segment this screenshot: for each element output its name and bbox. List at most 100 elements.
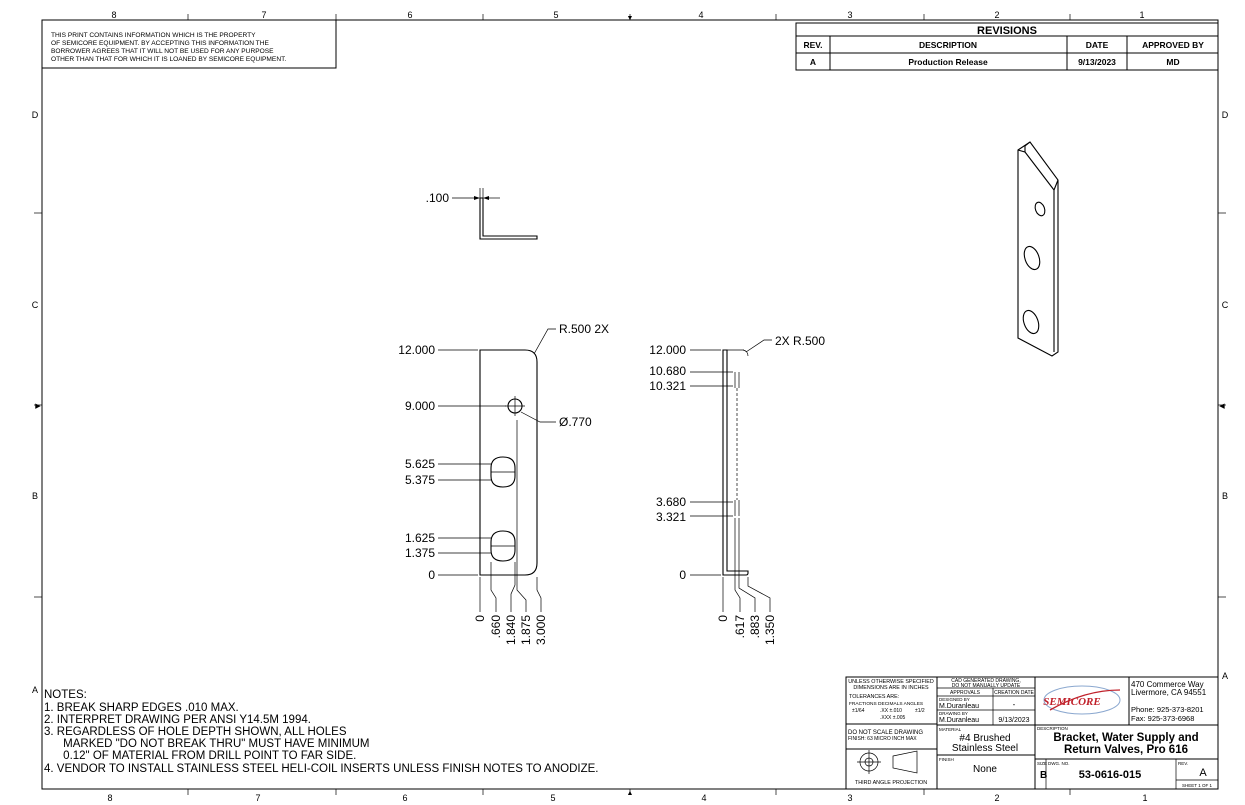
rev-row-description: Production Release [908, 57, 988, 67]
front-dim-9000: 9.000 [405, 399, 435, 413]
finish-spec: FINISH: 63 MICRO INCH MAX [848, 736, 917, 742]
note-line-3: 3. REGARDLESS OF HOLE DEPTH SHOWN, ALL H… [44, 726, 347, 738]
front-hdim-660: .660 [489, 615, 503, 639]
cad-note-2: DO NOT MANUALLY UPDATE [952, 683, 1021, 689]
sheet-number: SHEET 1 OF 1 [1182, 783, 1212, 788]
side-radius-callout: 2X R.500 [775, 334, 825, 348]
rev-row-approved: MD [1166, 57, 1179, 67]
proprietary-line-4: OTHER THAN THAT FOR WHICH IT IS LOANED B… [51, 56, 286, 63]
description-label: DESCRIPTION [1037, 726, 1068, 731]
hole-diameter-callout: Ø.770 [559, 415, 592, 429]
zone-top-4: 4 [698, 10, 703, 20]
side-dim-10321: 10.321 [649, 379, 686, 393]
side-dim-3680: 3.680 [656, 495, 686, 509]
description-line-1: Bracket, Water Supply and [1053, 732, 1198, 744]
note-line-2: 2. INTERPRET DRAWING PER ANSI Y14.5M 199… [44, 714, 311, 726]
rev-header-date: DATE [1086, 40, 1109, 50]
do-not-scale: DO NOT SCALE DRAWING [848, 730, 923, 736]
size-label: SIZE [1037, 761, 1047, 766]
zone-bottom-6: 6 [402, 793, 407, 803]
zone-left-d: D [32, 110, 39, 120]
proprietary-note-box [41, 19, 337, 69]
front-hdim-1840: 1.840 [504, 615, 518, 645]
drawn-by-name: M.Duranleau [939, 717, 979, 724]
title-block: UNLESS OTHERWISE SPECIFIED DIMENSIONS AR… [845, 676, 1219, 790]
proprietary-line-3: BORROWER AGREES THAT IT WILL NOT BE USED… [51, 48, 274, 55]
proprietary-line-2: OF SEMICORE EQUIPMENT. BY ACCEPTING THIS… [51, 40, 269, 47]
tolerances-label: TOLERANCES ARE: [849, 694, 899, 700]
zone-bottom-3: 3 [847, 793, 852, 803]
unless-line-1: UNLESS OTHERWISE SPECIFIED [848, 679, 934, 685]
svg-text:◀: ◀ [1219, 403, 1225, 410]
notes-block: NOTES: 1. BREAK SHARP EDGES .010 MAX. 2.… [44, 689, 599, 775]
zone-left-a: A [32, 685, 38, 695]
front-hdim-3000: 3.000 [534, 615, 548, 645]
side-hdim-1350: 1.350 [763, 615, 777, 645]
tol-xxx: .XXX ±.005 [880, 715, 905, 721]
side-hdim-617: .617 [733, 615, 747, 639]
side-hdim-0: 0 [716, 615, 730, 622]
svg-text:▼: ▼ [627, 15, 634, 22]
zone-right-b: B [1222, 491, 1228, 501]
creation-date-label: CREATION DATE [994, 690, 1034, 696]
approvals-label: APPROVALS [950, 690, 981, 696]
tol-fractions: ±1/64 [852, 708, 865, 714]
side-hdim-883: .883 [748, 615, 762, 639]
front-dim-0: 0 [428, 568, 435, 582]
front-dim-12000: 12.000 [398, 343, 435, 357]
zone-bottom-5: 5 [550, 793, 555, 803]
tol-xx: .XX ±.010 [880, 708, 902, 714]
dwg-no-value: 53-0616-015 [1079, 769, 1141, 781]
phone: Phone: 925-373-8201 [1131, 705, 1204, 714]
material-label: MATERIAL [939, 727, 962, 732]
zone-top-8: 8 [111, 10, 116, 20]
rev-row-rev: A [810, 57, 816, 67]
front-radius-callout: R.500 2X [559, 322, 609, 336]
side-dim-3321: 3.321 [656, 510, 686, 524]
finish-label: FINISH [939, 757, 954, 762]
zone-top-1: 1 [1139, 10, 1144, 20]
front-dim-5625: 5.625 [405, 457, 435, 471]
zone-bottom-1: 1 [1142, 793, 1147, 803]
front-dim-1625: 1.625 [405, 531, 435, 545]
zone-left-c: C [32, 300, 39, 310]
side-view: 12.000 10.680 10.321 3.680 3.321 0 0 .61… [649, 334, 825, 645]
dwg-no-label: DWG. NO. [1048, 761, 1070, 766]
zone-bottom-7: 7 [255, 793, 260, 803]
front-dim-5375: 5.375 [405, 473, 435, 487]
finish-value: None [973, 764, 997, 775]
side-dim-0: 0 [679, 568, 686, 582]
zone-bottom-4: 4 [701, 793, 706, 803]
third-angle-projection-icon [857, 750, 918, 774]
front-hdim-1875: 1.875 [519, 615, 533, 645]
designed-by-label: DESIGNED BY [939, 697, 970, 702]
proprietary-line-1: THIS PRINT CONTAINS INFORMATION WHICH IS… [51, 32, 256, 39]
tol-angles: ±1/2 [915, 708, 925, 714]
fax: Fax: 925-373-6968 [1131, 714, 1194, 723]
description-line-2: Return Valves, Pro 616 [1064, 744, 1188, 756]
svg-text:▶: ▶ [35, 403, 41, 410]
semicore-logo: SEMICORE [1043, 685, 1121, 715]
note-line-1: 1. BREAK SHARP EDGES .010 MAX. [44, 702, 239, 714]
revisions-table: REVISIONS REV. DESCRIPTION DATE APPROVED… [795, 22, 1219, 71]
note-line-4: MARKED "DO NOT BREAK THRU" MUST HAVE MIN… [44, 738, 370, 750]
address-line-1: 470 Commerce Way [1131, 680, 1204, 689]
logo-text: SEMICORE [1043, 696, 1100, 708]
zone-right-c: C [1222, 300, 1229, 310]
material-line-2: Stainless Steel [952, 743, 1018, 754]
side-dim-12000: 12.000 [649, 343, 686, 357]
bend-detail-view: .100 [426, 188, 538, 240]
svg-text:▲: ▲ [627, 790, 634, 797]
rev-label: REV. [1178, 761, 1188, 766]
designed-by-name: M.Duranleau [939, 703, 979, 710]
zone-ticks [34, 14, 1226, 795]
note-line-5: 0.12" OF MATERIAL FROM DRILL POINT TO FA… [44, 750, 356, 762]
zone-top-6: 6 [407, 10, 412, 20]
rev-header-approved: APPROVED BY [1142, 40, 1204, 50]
notes-title: NOTES: [44, 689, 87, 701]
drawn-date: 9/13/2023 [998, 717, 1029, 724]
size-value: B [1040, 770, 1047, 781]
zone-bottom-8: 8 [107, 793, 112, 803]
zone-top-2: 2 [994, 10, 999, 20]
designed-date: - [1013, 700, 1016, 709]
